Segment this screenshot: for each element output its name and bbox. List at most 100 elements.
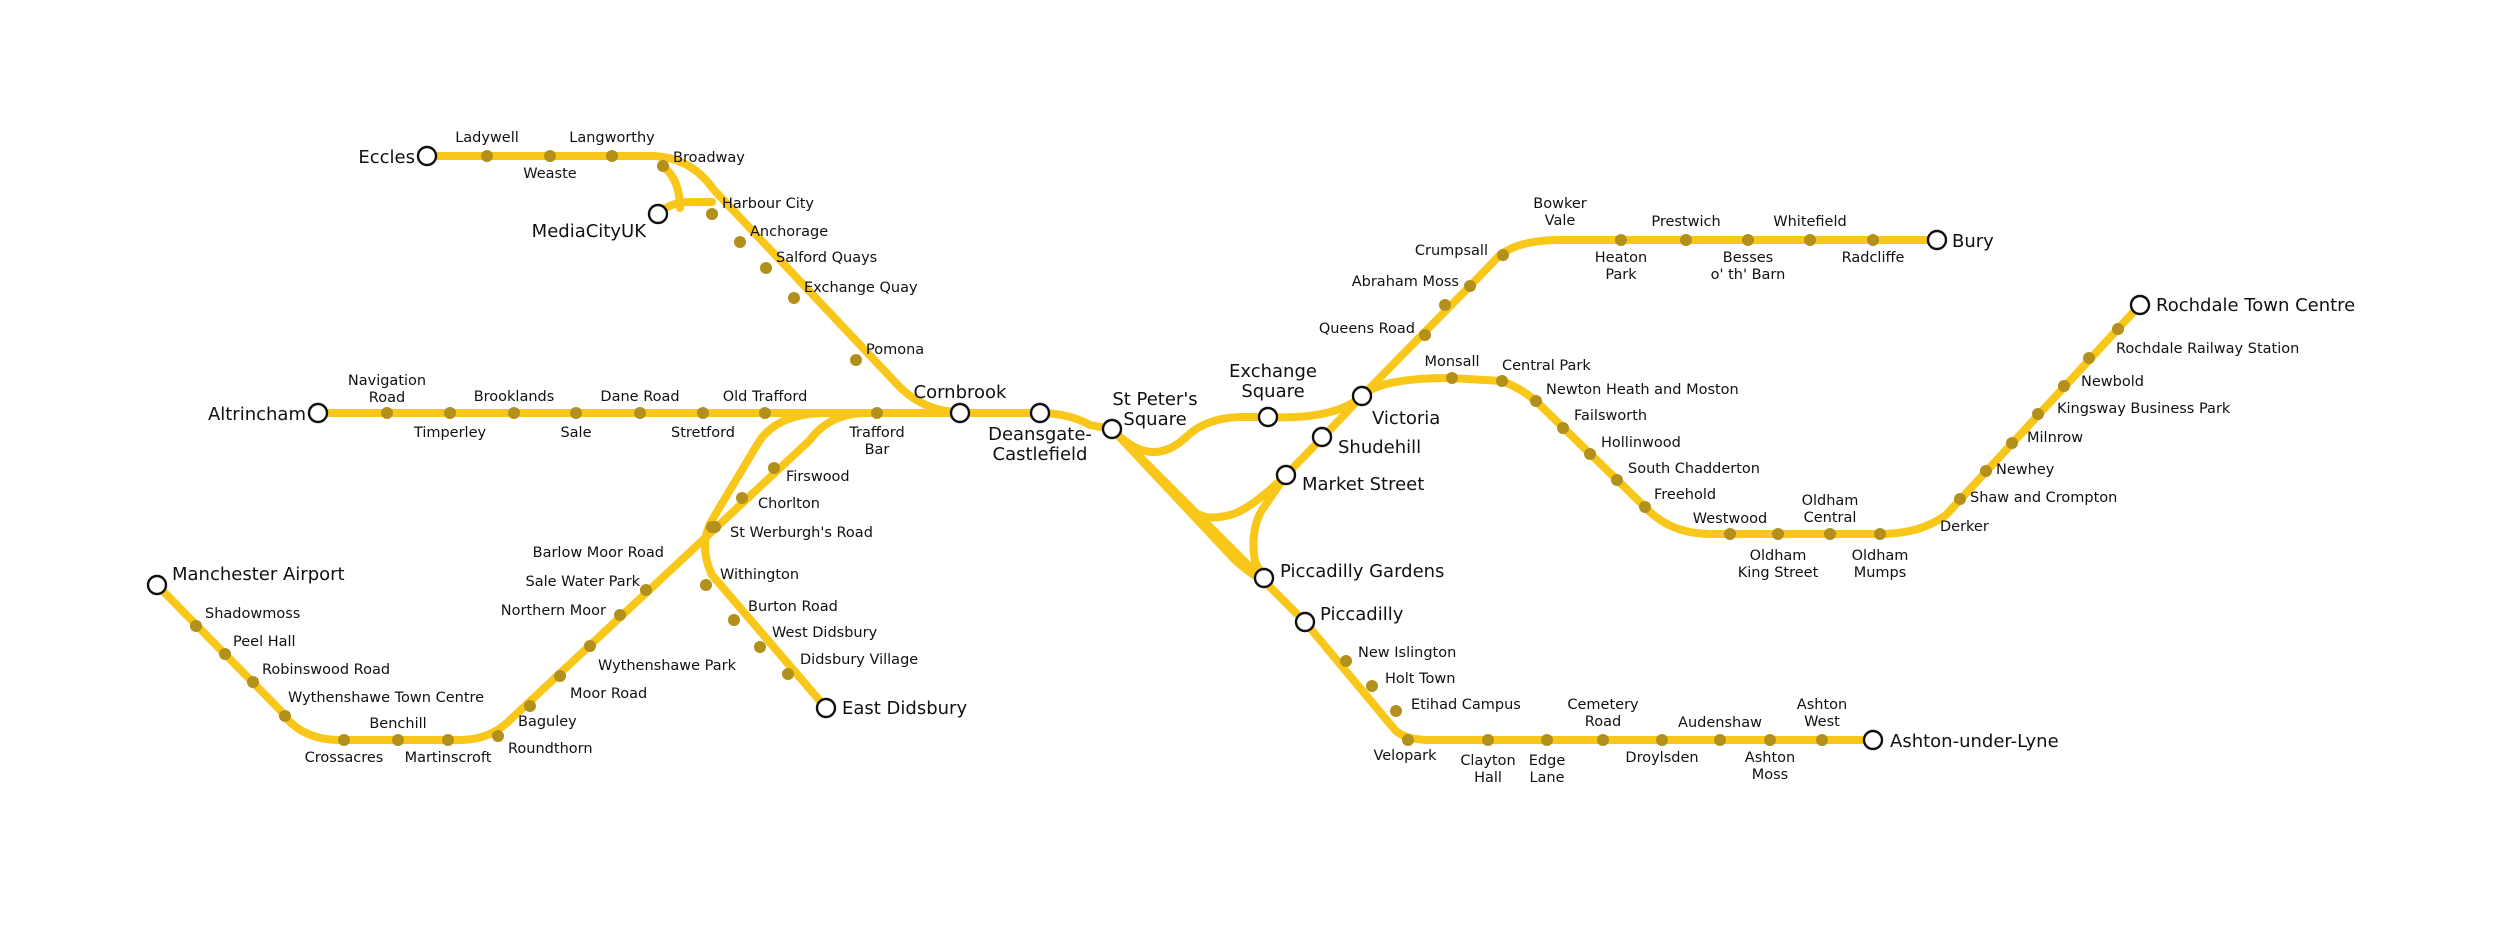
- station-label-line: Martinscroft: [405, 750, 492, 766]
- station-marker-cornbrook: [949, 402, 971, 424]
- station-label-failsworth: Failsworth: [1574, 408, 1647, 424]
- station-label-audenshaw: Audenshaw: [1678, 715, 1762, 731]
- station-label-barlow-moor: Barlow Moor Road: [533, 545, 664, 561]
- stop-marker-hollinwood: [1584, 448, 1596, 460]
- stop-marker-didsbury-village: [782, 668, 794, 680]
- station-label-velopark: Velopark: [1373, 748, 1437, 764]
- station-label-line: Trafford: [848, 425, 904, 441]
- station-label-line: o' th' Barn: [1711, 267, 1786, 283]
- station-label-hollinwood: Hollinwood: [1601, 435, 1681, 451]
- station-label-line: Etihad Campus: [1411, 697, 1521, 713]
- station-labels: EcclesLadywellWeasteLangworthyBroadwayMe…: [172, 130, 2355, 786]
- station-label-line: Freehold: [1654, 487, 1716, 503]
- station-label-line: Moor Road: [570, 686, 647, 702]
- station-label-piccadilly: Piccadilly: [1320, 604, 1404, 625]
- stop-marker-firswood: [768, 462, 780, 474]
- station-label-northern-moor: Northern Moor: [501, 603, 606, 619]
- station-label-line: Northern Moor: [501, 603, 606, 619]
- stop-marker-brooklands: [508, 407, 520, 419]
- station-marker-east-didsbury: [815, 697, 837, 719]
- station-label-line: Central: [1804, 510, 1857, 526]
- stop-marker-ashton-moss: [1764, 734, 1776, 746]
- station-label-martinscroft: Martinscroft: [405, 750, 492, 766]
- station-label-central-park: Central Park: [1502, 358, 1591, 374]
- stop-marker-trafford-bar: [871, 407, 883, 419]
- station-label-prestwich: Prestwich: [1651, 214, 1720, 230]
- station-label-line: Manchester Airport: [172, 564, 345, 585]
- stop-marker-etihad: [1390, 705, 1402, 717]
- stop-marker-newbold: [2083, 352, 2095, 364]
- station-label-market-street: Market Street: [1302, 474, 1424, 495]
- stop-marker-clayton-hall: [1482, 734, 1494, 746]
- stop-marker-newton-heath: [1530, 395, 1542, 407]
- stop-marker-heaton-park: [1615, 234, 1627, 246]
- station-label-newbold: Newbold: [2081, 374, 2144, 390]
- station-marker-deansgate: [1029, 402, 1051, 424]
- stop-marker-salford-quays: [760, 262, 772, 274]
- station-label-line: Abraham Moss: [1352, 274, 1459, 290]
- stop-marker-robinswood: [247, 676, 259, 688]
- station-label-abraham-moss: Abraham Moss: [1352, 274, 1459, 290]
- station-label-line: Brooklands: [474, 389, 555, 405]
- station-label-wythenshawe-park: Wythenshawe Park: [598, 658, 737, 674]
- station-label-line: St Peter's: [1112, 389, 1197, 410]
- line-eccles-cornbrook: [423, 152, 964, 416]
- station-marker-shudehill: [1311, 426, 1333, 448]
- station-label-line: Navigation: [348, 373, 426, 389]
- interchanges-and-termini: [146, 145, 2151, 751]
- station-label-east-didsbury: East Didsbury: [842, 698, 967, 719]
- station-label-line: Piccadilly: [1320, 604, 1404, 625]
- stop-marker-chorlton: [736, 492, 748, 504]
- station-label-line: Piccadilly Gardens: [1280, 561, 1444, 582]
- station-label-line: Milnrow: [2027, 430, 2083, 446]
- station-label-radcliffe: Radcliffe: [1842, 250, 1905, 266]
- station-label-line: West: [1804, 714, 1840, 730]
- station-label-line: Sale Water Park: [526, 574, 641, 590]
- line-east-didsbury: [701, 409, 830, 712]
- station-label-newton-heath: Newton Heath and Moston: [1546, 382, 1739, 398]
- stop-marker-ladywell: [481, 150, 493, 162]
- station-label-line: Oldham: [1852, 548, 1909, 564]
- station-label-line: Ashton: [1797, 697, 1847, 713]
- station-marker-piccadilly: [1294, 611, 1316, 633]
- stop-marker-kingsway: [2058, 380, 2070, 392]
- station-label-line: Chorlton: [758, 496, 820, 512]
- station-label-line: Hollinwood: [1601, 435, 1681, 451]
- station-marker-manchester-airport: [146, 574, 168, 596]
- station-label-ashton-under-lyne: Ashton-under-Lyne: [1890, 731, 2059, 752]
- station-label-line: Mumps: [1854, 565, 1907, 581]
- station-label-langworthy: Langworthy: [569, 130, 655, 146]
- stop-marker-harbour-city: [706, 208, 718, 220]
- station-label-derker: Derker: [1940, 519, 1989, 535]
- stop-marker-anchorage: [734, 236, 746, 248]
- stop-marker-newhey: [2006, 437, 2018, 449]
- stop-marker-timperley: [444, 407, 456, 419]
- station-label-west-didsbury: West Didsbury: [772, 625, 878, 641]
- station-label-line: Burton Road: [748, 599, 838, 615]
- stop-marker-langworthy: [606, 150, 618, 162]
- station-label-holt-town: Holt Town: [1385, 671, 1455, 687]
- station-label-line: Ladywell: [455, 130, 519, 146]
- stop-marker-wythenshawe-park: [584, 640, 596, 652]
- stop-marker-wythenshawe-tc: [279, 710, 291, 722]
- station-label-shaw-crompton: Shaw and Crompton: [1970, 490, 2117, 506]
- station-label-line: Bury: [1952, 231, 1994, 252]
- station-marker-eccles: [416, 145, 438, 167]
- station-label-line: Cemetery: [1567, 697, 1639, 713]
- stop-marker-baguley: [524, 700, 536, 712]
- station-label-milnrow: Milnrow: [2027, 430, 2083, 446]
- station-label-line: Edge: [1529, 753, 1566, 769]
- station-label-ladywell: Ladywell: [455, 130, 519, 146]
- stop-marker-west-didsbury: [754, 641, 766, 653]
- stop-marker-crumpsall: [1464, 280, 1476, 292]
- stop-marker-peel-hall: [219, 648, 231, 660]
- station-label-line: Baguley: [518, 714, 577, 730]
